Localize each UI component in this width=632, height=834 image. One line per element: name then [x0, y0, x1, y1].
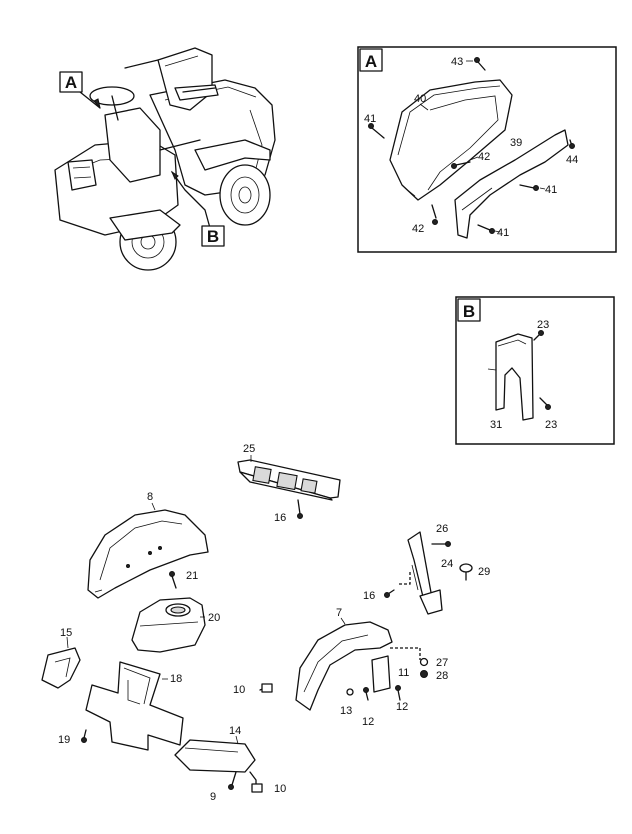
- detail-b-panel: [455, 296, 615, 445]
- callout-44: 44: [566, 154, 578, 166]
- callout-box-a: [59, 71, 83, 93]
- callout-42: 42: [478, 151, 490, 163]
- part-20-tank: [131, 597, 206, 653]
- callout-15: 15: [60, 627, 72, 639]
- callout-41: 41: [364, 113, 376, 125]
- callout-13: 13: [340, 705, 352, 717]
- part-18-dash: [81, 661, 184, 751]
- callout-41: 41: [545, 184, 557, 196]
- callout-43: 43: [451, 56, 463, 68]
- callout-16: 16: [363, 590, 375, 602]
- callout-12: 12: [362, 716, 374, 728]
- callout-10: 10: [274, 783, 286, 795]
- part-25-console: [237, 455, 341, 519]
- callout-label-a: A: [65, 73, 77, 92]
- callout-8: 8: [147, 491, 153, 503]
- callout-25: 25: [243, 443, 255, 455]
- part-11-plate: [346, 647, 429, 701]
- part-8-rear-fender: [87, 502, 209, 599]
- callout-24: 24: [441, 558, 453, 570]
- callout-23: 23: [537, 319, 549, 331]
- callout-28: 28: [436, 670, 448, 682]
- callout-27: 27: [436, 657, 448, 669]
- callout-16: 16: [274, 512, 286, 524]
- part-14-plate: [174, 735, 263, 793]
- callout-12: 12: [396, 701, 408, 713]
- callout-20: 20: [208, 612, 220, 624]
- callout-14: 14: [229, 725, 241, 737]
- callout-box-b: [201, 225, 225, 247]
- part-7-front-fender: [259, 617, 393, 711]
- part-24-bracket: [384, 531, 473, 615]
- callout-29: 29: [478, 566, 490, 578]
- callout-10: 10: [233, 684, 245, 696]
- tractor-overview: [54, 47, 276, 271]
- detail-a-title: A: [365, 52, 377, 71]
- part-15-bracket: [41, 636, 81, 689]
- callout-31: 31: [490, 419, 502, 431]
- callout-18: 18: [170, 673, 182, 685]
- callout-40: 40: [414, 93, 426, 105]
- callout-19: 19: [58, 734, 70, 746]
- callout-41: 41: [497, 227, 509, 239]
- callout-21: 21: [186, 570, 198, 582]
- callout-11: 11: [398, 667, 409, 679]
- detail-a-panel: [357, 46, 617, 253]
- callout-26: 26: [436, 523, 448, 535]
- callout-label-b: B: [207, 227, 219, 246]
- callout-23: 23: [545, 419, 557, 431]
- callout-42: 42: [412, 223, 424, 235]
- detail-b-title: B: [463, 302, 475, 321]
- callout-7: 7: [336, 607, 342, 619]
- callout-9: 9: [210, 791, 216, 803]
- callout-39: 39: [510, 137, 522, 149]
